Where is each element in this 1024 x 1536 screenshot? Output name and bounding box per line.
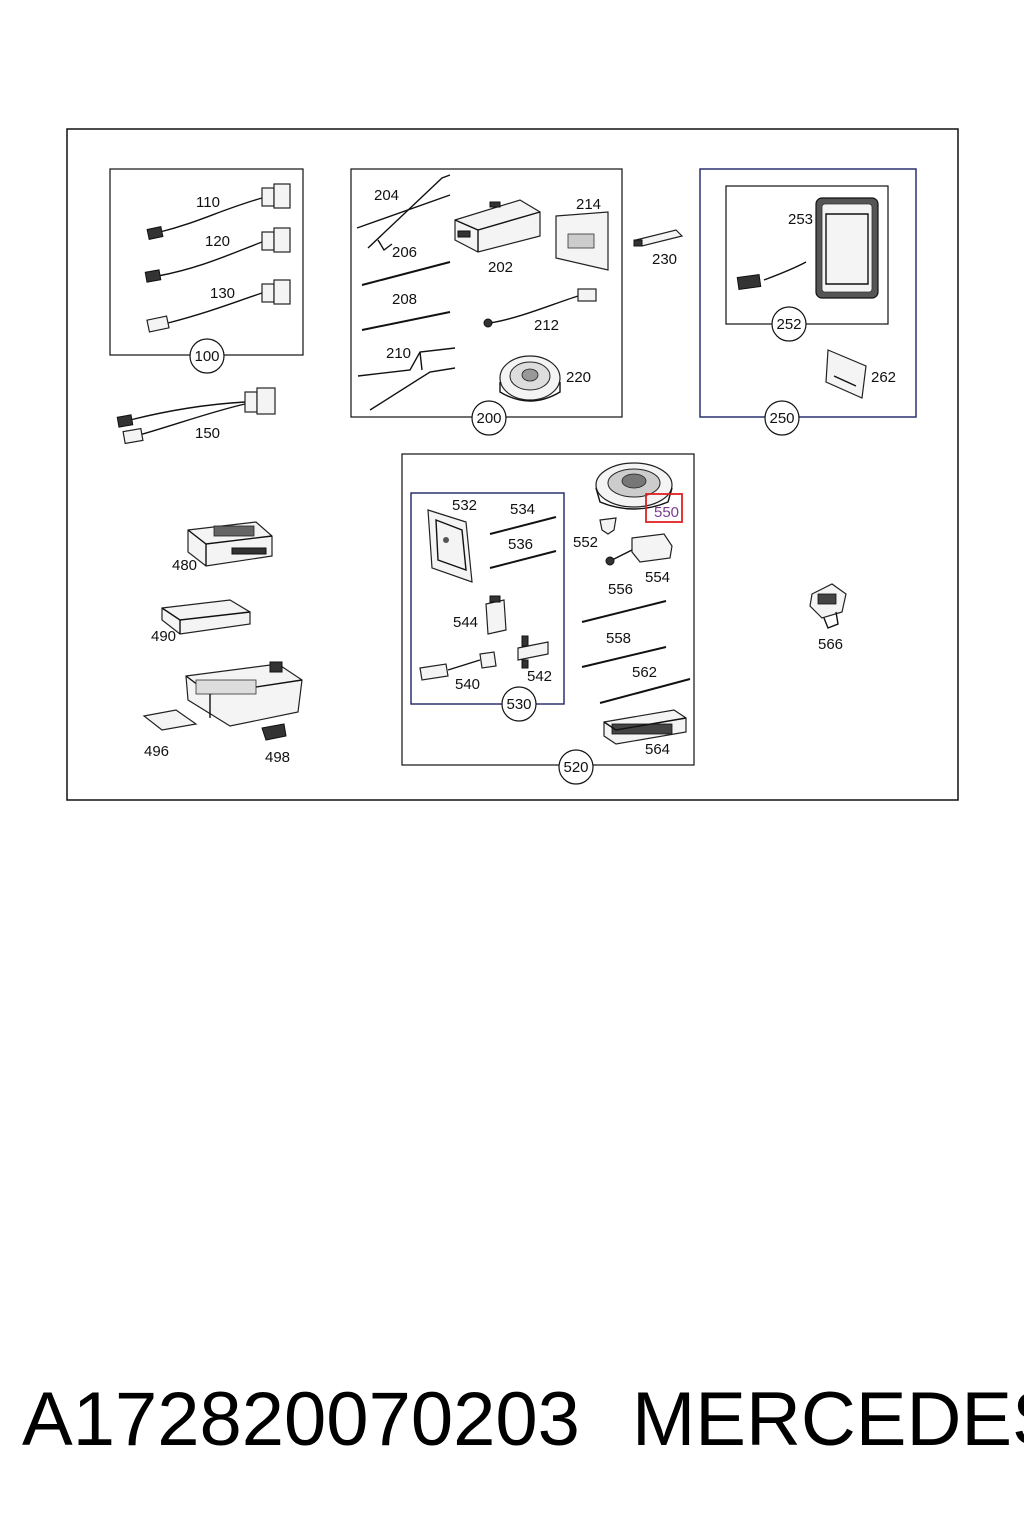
callout-150: 150	[195, 425, 220, 442]
protective-film-262	[825, 349, 867, 399]
callout-480: 480	[172, 557, 197, 574]
group-circle-100	[189, 338, 225, 374]
control-unit-202	[454, 199, 541, 253]
unit-480	[187, 521, 273, 567]
callout-520: 520	[563, 759, 588, 776]
callout-262: 262	[871, 369, 896, 386]
group-circle-250	[764, 400, 800, 436]
unit-490	[161, 599, 251, 635]
callout-540: 540	[455, 676, 480, 693]
callout-498: 498	[265, 749, 290, 766]
callout-100: 100	[194, 348, 219, 365]
line-558	[581, 646, 667, 668]
callout-252: 252	[776, 316, 801, 333]
callout-220: 220	[566, 369, 591, 386]
callout-562: 562	[632, 664, 657, 681]
callout-532: 532	[452, 497, 477, 514]
highlight-box-550	[645, 493, 683, 523]
manual-214	[555, 211, 609, 271]
callout-204: 204	[374, 187, 399, 204]
callout-208: 208	[392, 291, 417, 308]
card-498	[261, 723, 287, 741]
callout-530: 530	[506, 696, 531, 713]
group-circle-530	[501, 686, 537, 722]
harness-208	[361, 311, 451, 331]
line-556	[581, 600, 667, 623]
speaker-550	[595, 462, 673, 510]
display-cable	[736, 261, 807, 291]
callout-552: 552	[573, 534, 598, 551]
callout-496: 496	[144, 743, 169, 760]
callout-490: 490	[151, 628, 176, 645]
callout-544: 544	[453, 614, 478, 631]
callout-120: 120	[205, 233, 230, 250]
harness-210	[357, 347, 456, 411]
usb-stick-230	[633, 229, 684, 247]
callout-253: 253	[788, 211, 813, 228]
part-number: A172820070203	[22, 1377, 580, 1462]
cable-130	[146, 279, 291, 333]
callout-212: 212	[534, 317, 559, 334]
harness-206	[361, 261, 451, 286]
cable-540	[419, 651, 497, 681]
callout-214: 214	[576, 196, 601, 213]
unit-496	[142, 661, 303, 731]
group-circle-252	[771, 306, 807, 342]
callout-558: 558	[606, 630, 631, 647]
callout-536: 536	[508, 536, 533, 553]
cable-110	[146, 183, 291, 240]
module-554	[605, 533, 673, 566]
brand-name: MERCEDES	[632, 1377, 1024, 1462]
callout-534: 534	[510, 501, 535, 518]
line-536	[489, 550, 557, 569]
callout-206: 206	[392, 244, 417, 261]
callout-210: 210	[386, 345, 411, 362]
line-534	[489, 516, 557, 535]
callout-542: 542	[527, 668, 552, 685]
cable-120	[144, 227, 291, 283]
harness-204	[356, 174, 451, 252]
socket-566	[809, 583, 847, 629]
display-253	[815, 197, 879, 299]
group-circle-520	[558, 749, 594, 785]
module-544	[485, 595, 507, 635]
adapter-542	[517, 635, 549, 669]
cable-212	[483, 288, 597, 328]
group-box-252	[725, 185, 889, 325]
callout-550: 550	[654, 504, 679, 521]
callout-250: 250	[769, 410, 794, 427]
parts-diagram: 110 120 130 100 150 204 206 208 210 202	[66, 128, 959, 801]
callout-230: 230	[652, 251, 677, 268]
group-box-520	[401, 453, 695, 766]
callout-200: 200	[476, 410, 501, 427]
footer: A172820070203 MERCEDES	[0, 1372, 1024, 1482]
group-circle-200	[471, 400, 507, 436]
cable-150	[116, 387, 276, 445]
callout-130: 130	[210, 285, 235, 302]
line-562	[599, 678, 691, 704]
speaker-220	[499, 355, 561, 402]
callout-566: 566	[818, 636, 843, 653]
callout-556: 556	[608, 581, 633, 598]
callout-554: 554	[645, 569, 670, 586]
group-box-530	[410, 492, 565, 705]
callout-110: 110	[196, 194, 220, 211]
unit-564	[603, 709, 687, 745]
clip-552	[599, 517, 617, 535]
module-532	[427, 509, 473, 583]
group-box-250	[699, 168, 917, 418]
callout-564: 564	[645, 741, 670, 758]
callout-202: 202	[488, 259, 513, 276]
